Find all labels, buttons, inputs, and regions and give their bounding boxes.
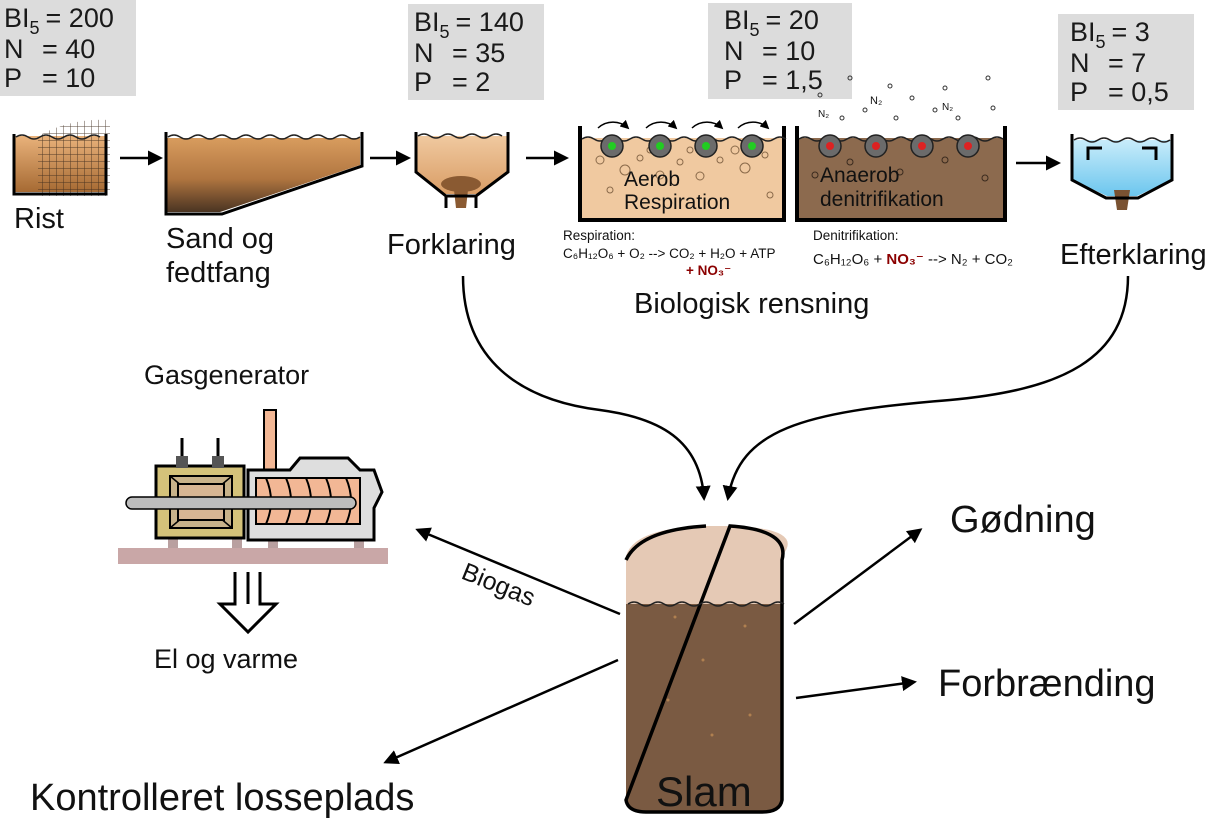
- n2-label: N₂: [818, 109, 829, 120]
- gasgenerator-label: Gasgenerator: [144, 360, 309, 390]
- n-value: = 7: [1108, 48, 1146, 78]
- p-label: P: [724, 65, 742, 95]
- bacteria-icon: [818, 134, 980, 158]
- bacteria-icon: [597, 119, 770, 158]
- output-arrow: [793, 528, 923, 626]
- svg-text:BI5= 140: BI5 = 140: [414, 7, 524, 42]
- p-label: P: [414, 67, 432, 97]
- p-value: = 2: [452, 67, 490, 97]
- svg-text:BI5= 3: BI5 = 3: [1070, 17, 1150, 52]
- slam-label: Slam: [656, 768, 752, 815]
- bi-sub: 5: [440, 22, 450, 42]
- stage-label-sand-1: Sand og: [166, 223, 274, 255]
- biologisk-rensning-label: Biologisk rensning: [634, 288, 869, 320]
- n-value: = 10: [762, 36, 815, 66]
- output-arrow: [795, 676, 917, 700]
- sludge-flow-arrow: [461, 275, 711, 501]
- aerob-label-1: Aerob: [624, 168, 680, 191]
- aerob-label-2: Respiration: [624, 191, 730, 214]
- grit-chamber-icon: [164, 132, 364, 216]
- quality-box-rist: BI5 = 200 N = 40 P = 10: [0, 0, 136, 96]
- n-value: = 35: [452, 38, 505, 68]
- bi-sub: 5: [1096, 32, 1106, 52]
- bi-sub: 5: [30, 18, 40, 38]
- n2-label: N₂: [942, 102, 953, 113]
- stage-label-forklaring: Forklaring: [387, 229, 516, 261]
- biogas-label: Biogas: [458, 558, 539, 613]
- stage-label-efterklaring: Efterklaring: [1060, 239, 1207, 271]
- biogas-arrow: [415, 527, 621, 616]
- n-label: N: [414, 38, 434, 68]
- svg-text:BI5= 200: BI5 = 200: [4, 3, 114, 38]
- n-label: N: [4, 34, 24, 64]
- godning-label: Gødning: [950, 499, 1096, 541]
- n-value: = 40: [42, 34, 95, 64]
- bi-label: BI: [4, 3, 30, 33]
- denit-nitrate: NO₃⁻: [886, 251, 923, 268]
- p-label: P: [1070, 77, 1088, 107]
- p-value: = 1,5: [762, 65, 823, 95]
- forbraending-label: Forbrænding: [938, 663, 1156, 705]
- bi-label: BI: [1070, 17, 1096, 47]
- bi-value: = 3: [1112, 17, 1150, 47]
- grate-icon: [12, 119, 110, 196]
- bi-label: BI: [724, 5, 750, 35]
- secondary-clarifier-icon: [1070, 134, 1174, 210]
- respiration-equation: C₆H₁₂O₆ + O₂ --> CO₂ + H₂O + ATP: [563, 246, 775, 261]
- output-arrow: [383, 658, 619, 765]
- losseplads-label: Kontrolleret losseplads: [30, 777, 414, 818]
- stage-label-sand-2: fedtfang: [166, 257, 271, 289]
- bi-value: = 140: [456, 7, 524, 37]
- digester-icon: [624, 524, 788, 814]
- bi-value: = 20: [766, 5, 819, 35]
- respiration-title: Respiration:: [563, 228, 635, 243]
- quality-box-biologisk: BI5 = 20 N = 10 P = 1,5: [708, 3, 852, 99]
- bi-label: BI: [414, 7, 440, 37]
- denit-equation-post: --> N₂ + CO₂: [924, 251, 1013, 268]
- anaerob-label-1: Anaerob: [820, 164, 899, 187]
- quality-box-forklaring: BI5 = 140 N = 35 P = 2: [408, 4, 544, 100]
- quality-box-efterklaring: BI5 = 3 N = 7 P = 0,5: [1058, 14, 1194, 110]
- respiration-nitrate: + NO₃⁻: [686, 263, 731, 278]
- anaerob-label-2: denitrifikation: [820, 188, 944, 211]
- svg-text:BI5= 20: BI5 = 20: [724, 5, 819, 40]
- n-label: N: [1070, 48, 1090, 78]
- bi-value: = 200: [46, 3, 114, 33]
- bi-sub: 5: [750, 20, 760, 40]
- n2-bubbles: N₂ N₂ N₂: [817, 75, 996, 121]
- sludge-flow-arrow: [722, 275, 1130, 501]
- gas-generator-icon: [118, 409, 388, 564]
- down-arrow-icon: [216, 572, 280, 635]
- settling-tank-icon: [414, 132, 510, 208]
- el-og-varme-label: El og varme: [154, 644, 298, 674]
- denitrifikation-title: Denitrifikation:: [813, 228, 899, 243]
- n2-label: N₂: [870, 95, 882, 107]
- stage-label-rist: Rist: [14, 203, 64, 235]
- p-value: = 0,5: [1108, 77, 1169, 107]
- denit-equation-pre: C₆H₁₂O₆ +: [813, 251, 886, 268]
- svg-text:C₆H₁₂O₆ + NO₃⁻ --> N₂ + CO₂: C₆H₁₂O₆ + NO₃⁻ --> N₂ + CO₂: [813, 251, 1013, 268]
- p-value: = 10: [42, 63, 95, 93]
- n-label: N: [724, 36, 744, 66]
- p-label: P: [4, 63, 22, 93]
